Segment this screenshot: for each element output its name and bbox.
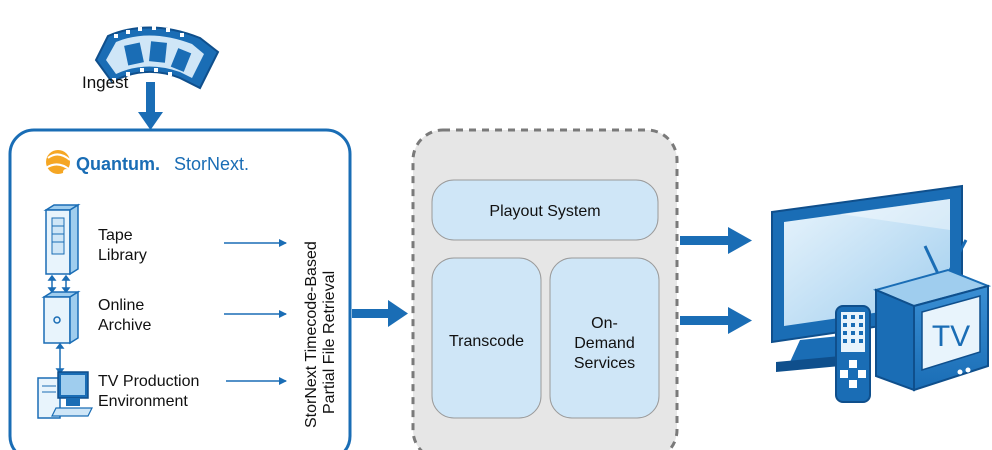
transcode-label: Transcode [449,333,524,350]
ingest-arrow [138,82,163,130]
ondemand-label-line3: Services [574,355,635,372]
device-label-archive-line2: Archive [98,317,151,334]
logo-product: StorNext. [174,154,249,174]
quantum-logo: Quantum. StorNext. [45,150,249,175]
ingest-label: Ingest [82,73,129,92]
ondemand-label-line1: On- [591,315,618,332]
device-label-production-line2: Environment [98,393,188,410]
ondemand-box [549,257,660,419]
film-strip-icon [94,26,220,90]
tape-library-icon [43,203,81,276]
output-arrow-top [680,227,752,254]
workstation-icon [37,371,93,419]
transcode-box [431,257,542,419]
device-label-archive-line1: Online [98,297,144,314]
playout-system-label: Playout System [489,203,600,220]
device-label-production-line1: TV Production [98,373,199,390]
crt-tv-icon: TV [872,239,992,392]
storage-panel [8,128,352,450]
storage-to-playout-arrow [352,300,408,327]
device-label-tape-line2: Library [98,247,147,264]
tv-screen-label: TV [932,320,970,353]
retrieval-arrows [224,239,287,385]
ondemand-label-line2: Demand [574,335,634,352]
retrieval-label-line2: Partial File Retrieval [321,271,338,414]
retrieval-label-line1: StorNext Timecode-Based [303,241,320,428]
device-label-tape-line1: Tape [98,227,133,244]
playout-system-box [431,179,659,241]
remote-control-icon [835,305,871,403]
archive-icon [41,290,81,345]
output-arrow-bottom [680,307,752,334]
device-connectors [47,274,71,375]
logo-brand: Quantum. [76,154,160,174]
